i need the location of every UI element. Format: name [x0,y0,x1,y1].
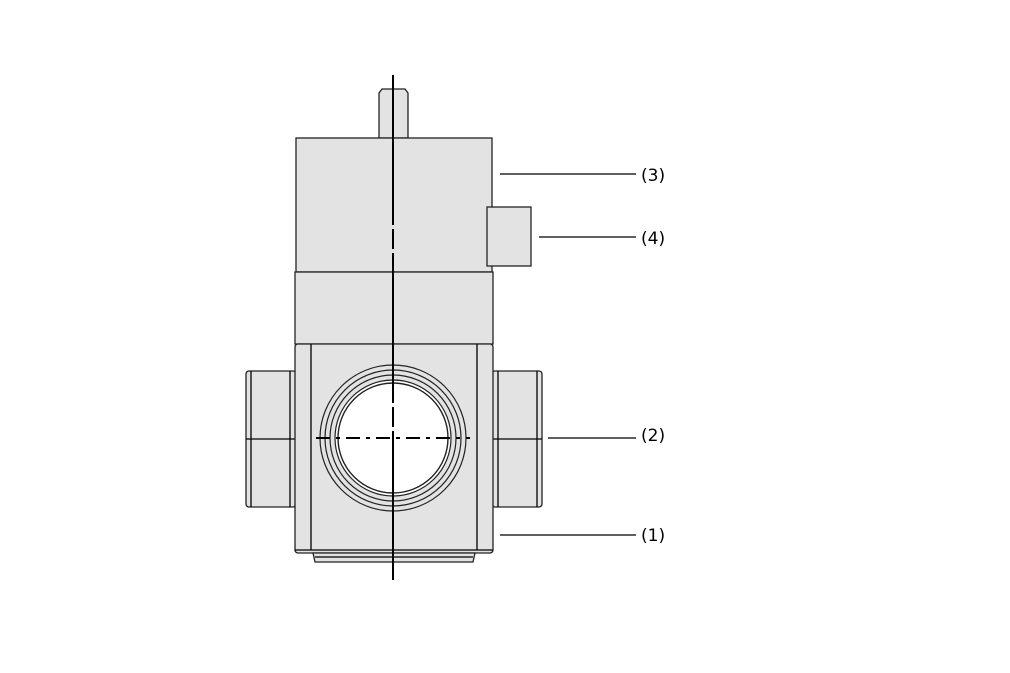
left-port [245,370,297,508]
connector-box [486,206,532,267]
callout-2: (2) [641,426,665,446]
right-port [491,370,543,508]
callout-1: (1) [641,526,665,546]
callout-4: (4) [641,229,665,249]
callout-3: (3) [641,166,665,186]
